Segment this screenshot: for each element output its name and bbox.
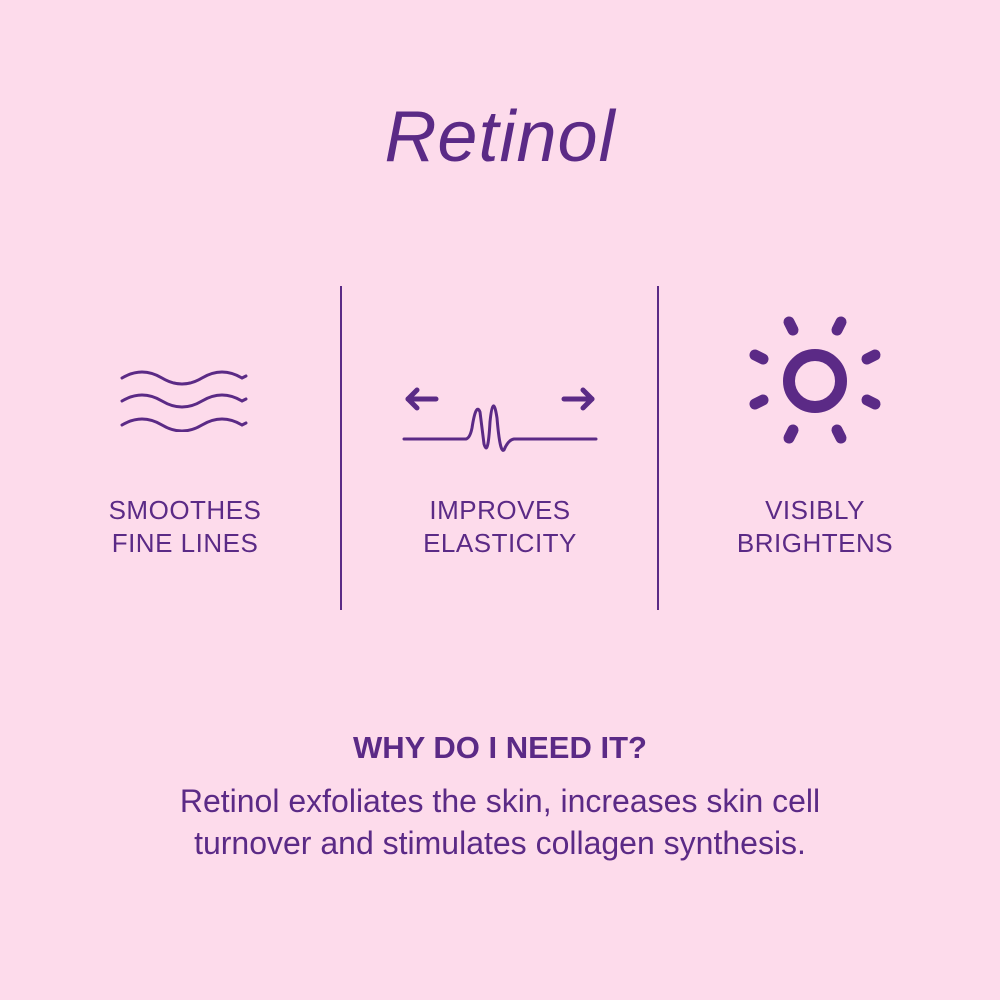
- feature-label-line: ELASTICITY: [423, 528, 577, 558]
- feature-label-smoothes: SMOOTHES FINE LINES: [25, 494, 345, 560]
- why-body-line: Retinol exfoliates the skin, increases s…: [179, 783, 821, 819]
- divider-right: [657, 286, 659, 610]
- divider-left: [340, 286, 342, 610]
- feature-label-line: FINE LINES: [111, 528, 259, 558]
- why-body: Retinol exfoliates the skin, increases s…: [0, 780, 1000, 864]
- sun-icon: [745, 312, 885, 452]
- feature-label-brightens: VISIBLY BRIGHTENS: [655, 494, 975, 560]
- page-title: Retinol: [384, 97, 616, 177]
- feature-label-line: VISIBLY: [765, 495, 865, 525]
- feature-label-line: BRIGHTENS: [736, 528, 894, 558]
- feature-label-improves: IMPROVES ELASTICITY: [340, 494, 660, 560]
- feature-label-line: SMOOTHES: [108, 495, 262, 525]
- why-body-line: turnover and stimulates collagen synthes…: [194, 825, 806, 861]
- why-heading: WHY DO I NEED IT?: [353, 730, 647, 765]
- waves-icon: [118, 366, 252, 432]
- elasticity-wave-arrows-icon: [400, 382, 600, 462]
- feature-label-line: IMPROVES: [429, 495, 571, 525]
